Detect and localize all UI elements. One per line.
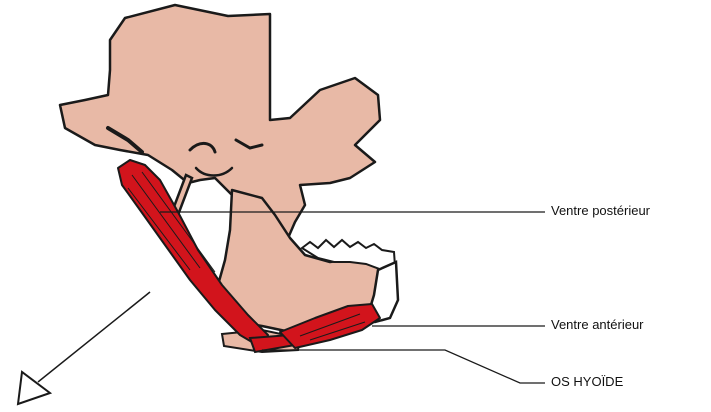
- direction-arrow-icon: [18, 292, 150, 404]
- label-hyoid-bone: OS HYOÏDE: [551, 374, 623, 389]
- label-anterior-belly: Ventre antérieur: [551, 317, 644, 332]
- skull-bone: [60, 5, 380, 245]
- label-posterior-belly: Ventre postérieur: [551, 203, 650, 218]
- leader-line-hyoid: [262, 350, 545, 383]
